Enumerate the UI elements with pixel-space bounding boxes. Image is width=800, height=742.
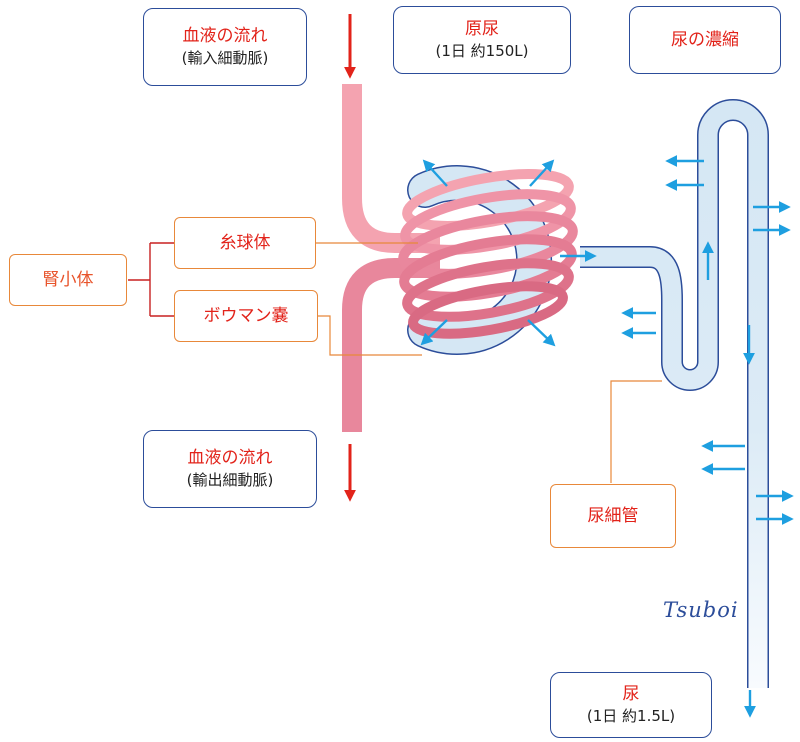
glomerulus-title: 糸球体 [219,232,271,253]
filtration-arrow [527,319,556,347]
renal-tubule [580,99,769,688]
leader-lines [128,242,662,483]
reabsorption-arrows [621,155,794,718]
blood-in-title: 血液の流れ [182,26,268,47]
filtration-arrow [420,319,448,346]
urine-subtitle: (1日 約1.5L) [586,707,676,726]
glomerulus-coil [398,169,578,339]
filtration-arrow [422,159,448,187]
blood-in-subtitle: (輸入細動脈) [181,49,269,68]
renal-corpuscle-title: 腎小体 [42,269,94,290]
blood-in-label: 血液の流れ (輸入細動脈) [143,8,307,86]
glomerulus-label: 糸球体 [174,217,316,269]
signature: Tsuboi [663,598,739,622]
concentration-label: 尿の濃縮 [629,6,781,74]
primary-urine-title: 原尿 [465,19,499,40]
concentration-title: 尿の濃縮 [671,29,739,50]
primary-urine-subtitle: (1日 約150L) [435,42,529,61]
bowman-capsule-label: ボウマン嚢 [174,290,318,342]
blood-out-title: 血液の流れ [187,448,273,469]
blood-out-subtitle: (輸出細動脈) [186,471,274,490]
urine-title: 尿 [622,684,640,705]
primary-urine-label: 原尿 (1日 約150L) [393,6,571,74]
filtration-arrows [420,159,597,347]
efferent-arteriole [342,258,440,432]
bowman-capsule-title: ボウマン嚢 [203,305,289,326]
filtration-arrow [529,159,555,187]
blood-out-label: 血液の流れ (輸出細動脈) [143,430,317,508]
tubule-label: 尿細管 [550,484,676,548]
urine-label: 尿 (1日 約1.5L) [550,672,712,738]
tubule-title: 尿細管 [587,505,639,526]
renal-corpuscle-label: 腎小体 [9,254,127,306]
